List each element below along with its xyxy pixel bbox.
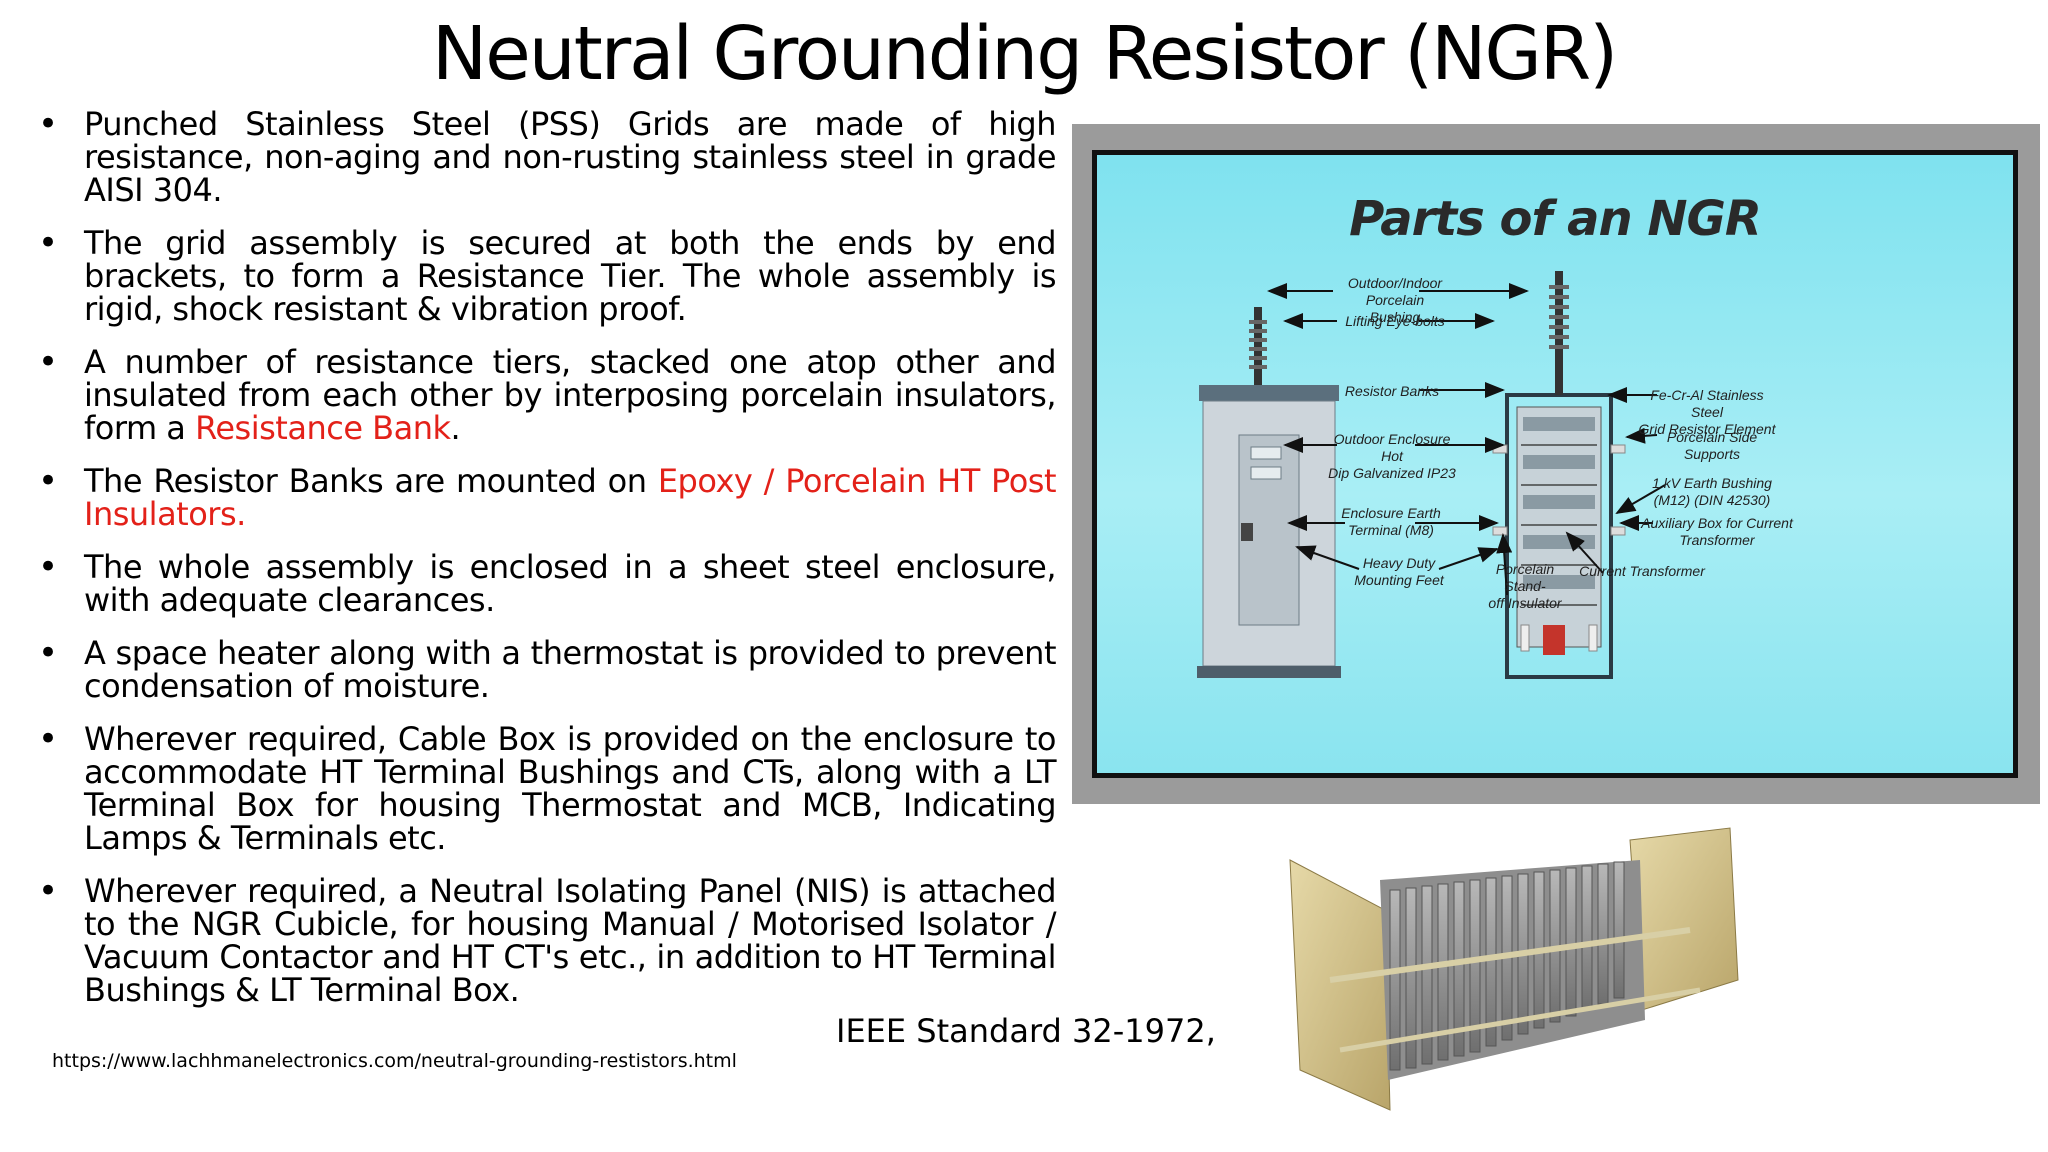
top-bushing (1549, 271, 1569, 395)
callout-arrows (1267, 283, 1666, 596)
ngr-parts-diagram: Parts of an NGR (1072, 124, 2040, 804)
enclosure-cabinet (1197, 307, 1341, 678)
source-url: https://www.lachhmanelectronics.com/neut… (52, 1050, 737, 1072)
diagram-canvas: Parts of an NGR (1092, 150, 2018, 778)
diagram-title: Parts of an NGR (1349, 191, 1762, 247)
label-earth-bushing: 1 kV Earth Bushing(M12) (DIN 42530) (1652, 475, 1772, 508)
resistor-grid-photo (1289, 827, 1739, 1111)
reference-text: IEEE Standard 32-1972, (836, 1012, 1216, 1050)
bullet-item: Wherever required, Cable Box is provided… (38, 723, 1057, 855)
label-standoff-insulator: Porcelain Stand-off Insulator (1488, 561, 1562, 611)
label-eyebolts: Lifting Eye-bolts (1345, 313, 1445, 329)
bullet-item: The grid assembly is secured at both the… (38, 227, 1057, 326)
bullet-item: A space heater along with a thermostat i… (38, 637, 1057, 703)
bullet-item: Punched Stainless Steel (PSS) Grids are … (38, 108, 1057, 207)
label-side-supports: Porcelain Side Supports (1666, 429, 1758, 462)
diagram-drawing (1197, 271, 1666, 679)
bullet-item: The whole assembly is enclosed in a shee… (38, 551, 1057, 617)
bullet-item: A number of resistance tiers, stacked on… (38, 346, 1057, 445)
bullet-list: Punched Stainless Steel (PSS) Grids are … (38, 108, 1057, 1027)
bullet-item: The Resistor Banks are mounted on Epoxy … (38, 465, 1057, 531)
resistor-banks (1492, 406, 1626, 655)
label-current-transformer: Current Transformer (1579, 563, 1705, 579)
label-resistor-banks: Resistor Banks (1344, 383, 1440, 399)
bullet-item: Wherever required, a Neutral Isolating P… (38, 875, 1057, 1007)
slide-title: Neutral Grounding Resistor (NGR) (431, 11, 1618, 97)
